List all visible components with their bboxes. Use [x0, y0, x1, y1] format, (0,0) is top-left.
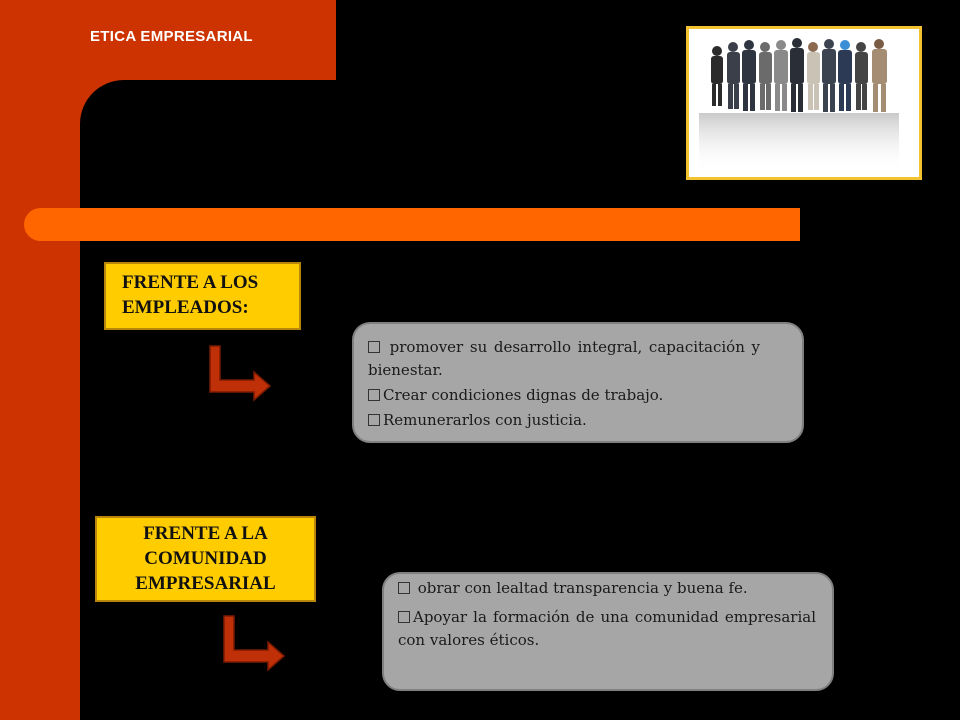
label-frente-empleados: FRENTE A LOS EMPLEADOS:: [104, 262, 301, 330]
elbow-arrow-icon: [209, 345, 272, 402]
list-item: Remunerarlos con justicia.: [368, 409, 760, 432]
title-banner: [0, 0, 336, 80]
left-accent-bar: [0, 0, 80, 720]
list-item: promover su desarrollo integral, capacit…: [368, 338, 760, 379]
slide-title: ETICA EMPRESARIAL: [90, 28, 253, 45]
label-frente-comunidad: FRENTE A LA COMUNIDAD EMPRESARIAL: [95, 516, 316, 602]
empleados-content-box: promover su desarrollo integral, capacit…: [352, 322, 804, 443]
orange-divider-bar: [24, 208, 800, 241]
list-item: Crear condiciones dignas de trabajo.: [368, 384, 760, 407]
checkbox-bullet-icon: [368, 414, 380, 426]
elbow-arrow-icon: [223, 615, 286, 672]
checkbox-bullet-icon: [368, 389, 380, 401]
list-item: Apoyar la formación de una comunidad emp…: [398, 608, 816, 649]
label-line: EMPRESARIAL: [135, 573, 276, 594]
label-line: FRENTE A LOS: [122, 272, 259, 293]
checkbox-bullet-icon: [398, 582, 410, 594]
people-group-icon: [699, 38, 899, 173]
business-people-photo: [686, 26, 922, 180]
comunidad-content-box: obrar con lealtad transparencia y buena …: [382, 572, 834, 691]
label-line: EMPLEADOS:: [122, 297, 249, 318]
label-line: COMUNIDAD: [144, 548, 267, 569]
checkbox-bullet-icon: [398, 611, 410, 623]
list-item: obrar con lealtad transparencia y buena …: [398, 577, 816, 600]
checkbox-bullet-icon: [368, 341, 380, 353]
label-line: FRENTE A LA: [143, 523, 268, 544]
